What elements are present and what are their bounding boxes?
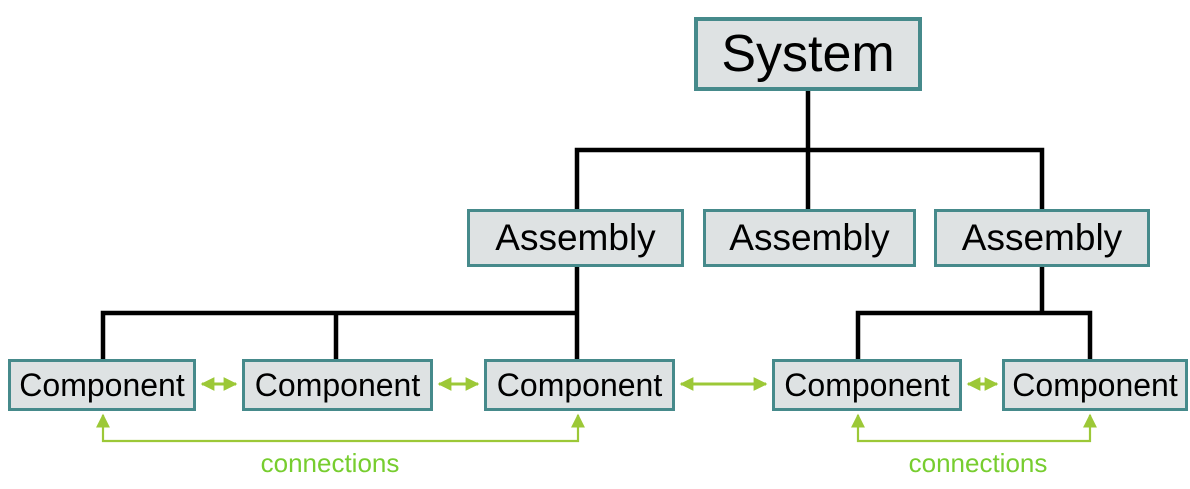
assembly-node-label: Assembly — [495, 217, 656, 258]
assembly3-branch-bar — [855, 310, 1093, 361]
component-node-label: Component — [496, 366, 663, 403]
component-node-label: Component — [784, 366, 950, 403]
connections-loop-right — [850, 413, 1098, 443]
component-node-1: Component — [8, 359, 196, 411]
assembly-node-label: Assembly — [729, 217, 890, 258]
connection-loops — [95, 413, 1098, 443]
component-node-label: Component — [19, 366, 185, 403]
component-node-label: Component — [1012, 366, 1178, 403]
component-node-label: Component — [254, 366, 421, 403]
connections-loop-left — [95, 413, 586, 443]
assembly-node-1: Assembly — [467, 209, 684, 267]
system-node: System — [694, 17, 922, 91]
assembly-node-2: Assembly — [703, 209, 916, 267]
component-node-3: Component — [484, 359, 675, 411]
system-branch-bar — [574, 147, 1045, 211]
hierarchy-connectors — [100, 88, 1093, 361]
assembly1-branch-bar — [100, 310, 577, 361]
assembly-node-3: Assembly — [934, 209, 1150, 267]
component-node-4: Component — [772, 359, 962, 411]
system-node-label: System — [721, 25, 895, 83]
assembly-node-label: Assembly — [961, 217, 1123, 258]
component-node-2: Component — [242, 359, 433, 411]
connections-caption-right: connections — [908, 448, 1048, 478]
connections-caption-left: connections — [260, 448, 400, 478]
component-node-5: Component — [1002, 359, 1188, 411]
